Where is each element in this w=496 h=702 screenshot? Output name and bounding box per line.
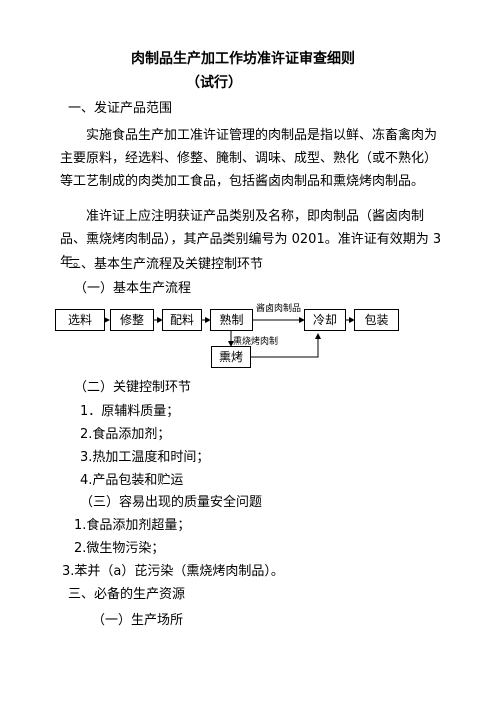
key-point-4: 4.产品包装和贮运 xyxy=(80,473,184,488)
flow-node-cook: 熟制 xyxy=(210,309,253,331)
issue-2: 2.微生物污染； xyxy=(74,541,165,556)
flow-node-select: 选料 xyxy=(55,309,105,331)
paragraph-license-info: 准许证上应注明获证产品类别及名称，即肉制品（酱卤肉制品、熏烧烤肉制品），其产品类… xyxy=(60,209,442,270)
issue-1: 1.食品添加剂超量； xyxy=(74,518,191,533)
section1-heading: 一、发证产品范围 xyxy=(68,101,173,116)
flow-label-braised: 酱卤肉制品 xyxy=(256,304,302,314)
subsection-production-site-heading: （一）生产场所 xyxy=(92,613,184,628)
subsection-key-control-heading: （二）关键控制环节 xyxy=(74,380,192,395)
flow-node-trim: 修整 xyxy=(110,309,154,331)
section3-heading: 三、必备的生产资源 xyxy=(68,587,186,602)
key-point-2: 2.食品添加剂； xyxy=(80,427,171,442)
subsection-basic-flow-heading: （一）基本生产流程 xyxy=(74,281,192,296)
key-point-3: 3.热加工温度和时间； xyxy=(80,450,210,465)
paragraph-product-scope: 实施食品生产加工准许证管理的肉制品是指以鲜、冻畜禽肉为主要原料，经选料、修整、腌… xyxy=(60,128,438,189)
flow-node-ingredients: 配料 xyxy=(162,309,202,331)
document-title: 肉制品生产加工作坊准许证审查细则 xyxy=(131,51,355,67)
flow-node-cool: 冷却 xyxy=(304,309,346,331)
section2-heading: 二、基本生产流程及关键控制环节 xyxy=(68,257,264,272)
flow-node-package: 包装 xyxy=(354,309,399,331)
document-subtitle: （试行） xyxy=(186,75,242,91)
subsection-quality-issues-heading: （三）容易出现的质量安全问题 xyxy=(80,495,263,510)
issue-3: 3.苯并（a）芘污染（熏烧烤肉制品）。 xyxy=(62,564,284,579)
flow-node-smoke-roast: 熏烤 xyxy=(211,346,251,368)
key-point-1: 1．原辅料质量； xyxy=(80,404,180,419)
flow-label-smoked: 熏烧烤肉制 xyxy=(233,337,279,347)
